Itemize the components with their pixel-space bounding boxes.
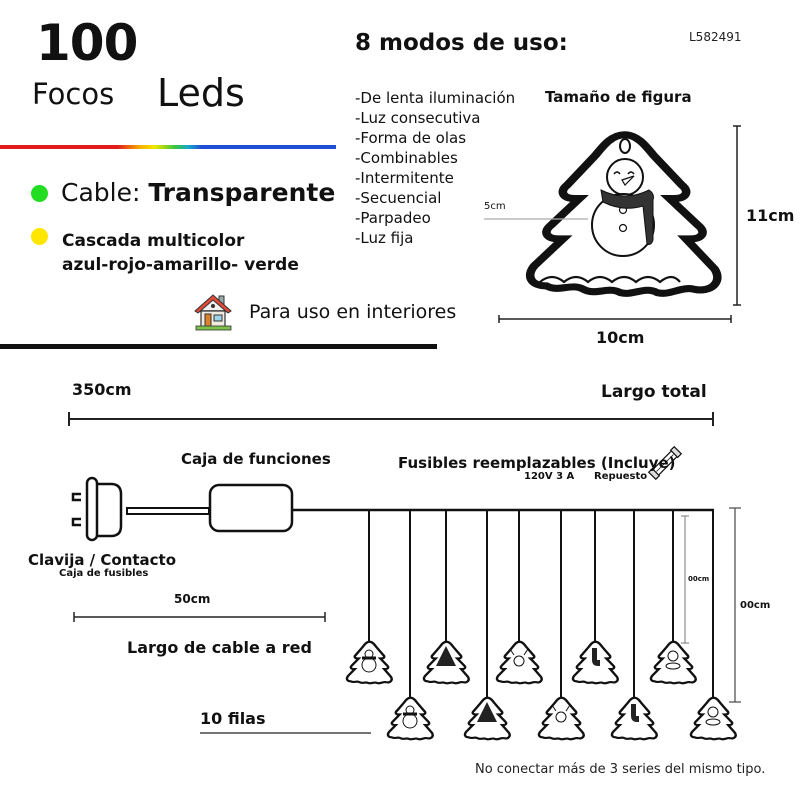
mode-item: -Secuencial [355,189,442,207]
led-count: 100 [36,14,138,72]
house-icon [194,294,232,331]
pendant-tree-icon [463,696,511,741]
mode-item: -De lenta iluminación [355,89,516,107]
fuse-spare: Repuesto [594,471,648,482]
mode-item: -Parpadeo [355,209,431,227]
leds-label: Leds [157,71,245,115]
cable-spec: Cable: Transparente [61,179,335,207]
cable-length-value: 50cm [174,592,211,606]
mode-item: -Luz consecutiva [355,109,481,127]
cable-value: Transparente [148,178,336,207]
pendant-santa-icon [649,640,697,685]
pendant-tree-icon [422,640,470,685]
mode-item: -Forma de olas [355,129,467,147]
figure-width-label: 10cm [596,328,645,347]
function-box-label: Caja de funciones [181,450,331,468]
plug-icon [71,476,210,542]
pendant-santa-icon [689,696,737,741]
inner-size-label: 5cm [484,201,506,212]
function-box-icon [208,483,294,533]
tree-figure-icon [530,135,717,294]
pendant-snowman-icon [345,640,393,685]
total-length-value: 350cm [72,380,132,399]
figure-height-label: 11cm [746,206,795,225]
rainbow-divider [0,145,336,149]
cascade-line-1: Cascada multicolor [62,231,245,251]
rows-label: 10 filas [200,709,266,728]
cable-length-label: Largo de cable a red [127,638,312,657]
mode-item: -Combinables [355,149,458,167]
pendant-snowman-icon [386,696,434,741]
figure-size-title: Tamaño de figura [545,88,692,106]
total-length-dimension [68,412,714,426]
pendant-stocking-icon [571,640,619,685]
plug-label: Clavija / Contacto [28,551,177,569]
drop-wires [368,510,714,698]
product-code: L582491 [689,30,742,44]
fuse-rating: 120V 3 A [524,471,575,482]
green-dot-icon [31,185,48,202]
pendant-reindeer-icon [495,640,543,685]
plug-sublabel: Caja de fusibles [59,568,149,579]
total-length-label: Largo total [601,382,707,402]
cable-length-dimension [73,612,326,622]
modes-title: 8 modos de uso: [355,30,568,56]
modes-list: -De lenta iluminación -Luz consecutiva -… [355,88,515,248]
indoor-use-text: Para uso en interiores [249,301,457,323]
fuses-label: Fusibles reemplazables (Incluye) [398,454,676,472]
short-drop-label: 00cm [688,575,710,583]
pendant-reindeer-icon [537,696,585,741]
cable-label: Cable: [61,178,149,207]
height-dimension [733,125,741,306]
focos-label: Focos [32,77,115,111]
pendant-stocking-icon [610,696,658,741]
snowman-icon [591,138,655,257]
width-dimension [498,315,732,323]
cascade-spec: Cascada multicolor azul-rojo-amarillo- v… [62,229,299,277]
yellow-dot-icon [31,228,48,245]
section-divider [0,344,437,349]
footer-note: No conectar más de 3 series del mismo ti… [475,762,766,777]
long-drop-label: 00cm [740,600,771,611]
cascade-line-2: azul-rojo-amarillo- verde [62,255,299,275]
mode-item: -Luz fija [355,229,414,247]
mode-item: -Intermitente [355,169,454,187]
